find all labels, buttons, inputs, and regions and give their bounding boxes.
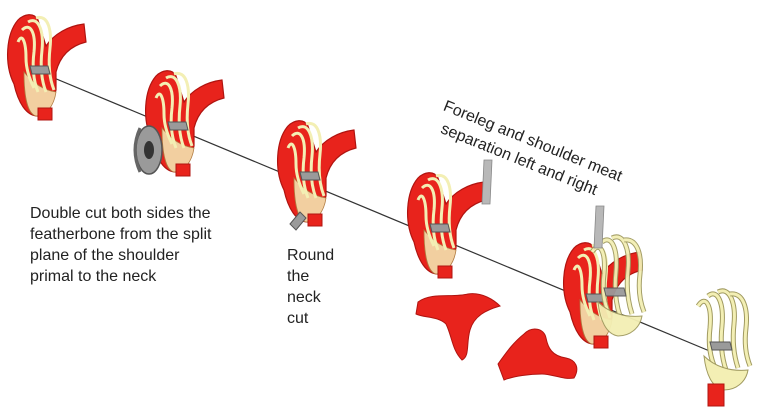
shoulder-primal-stage-1 <box>8 15 86 120</box>
feather-bones-stage-6 <box>698 291 750 406</box>
round-neck-label-line-2: the <box>287 266 334 287</box>
round-neck-label-line-3: neck <box>287 287 334 308</box>
round-neck-label-line-4: cut <box>287 308 334 329</box>
foreleg-meat-piece-left <box>416 294 500 360</box>
shoulder-primal-stage-4 <box>408 173 486 278</box>
separation-pointer-2 <box>594 206 604 248</box>
shoulder-primal-stage-5 <box>564 237 644 348</box>
double-cut-label-line-4: primal to the neck <box>30 266 211 287</box>
double-cut-label: Double cut both sides the featherbone fr… <box>30 203 211 287</box>
double-cut-label-line-3: plane of the shoulder <box>30 245 211 266</box>
separation-pointer-1 <box>482 160 492 204</box>
saw-blade-icon <box>135 126 162 174</box>
round-neck-label-line-1: Round <box>287 245 334 266</box>
shoulder-primal-stage-3 <box>278 121 356 226</box>
round-neck-cut-label: Round the neck cut <box>287 245 334 329</box>
double-cut-label-line-1: Double cut both sides the <box>30 203 211 224</box>
foreleg-meat-piece-right <box>498 329 577 380</box>
double-cut-label-line-2: featherbone from the split <box>30 224 211 245</box>
